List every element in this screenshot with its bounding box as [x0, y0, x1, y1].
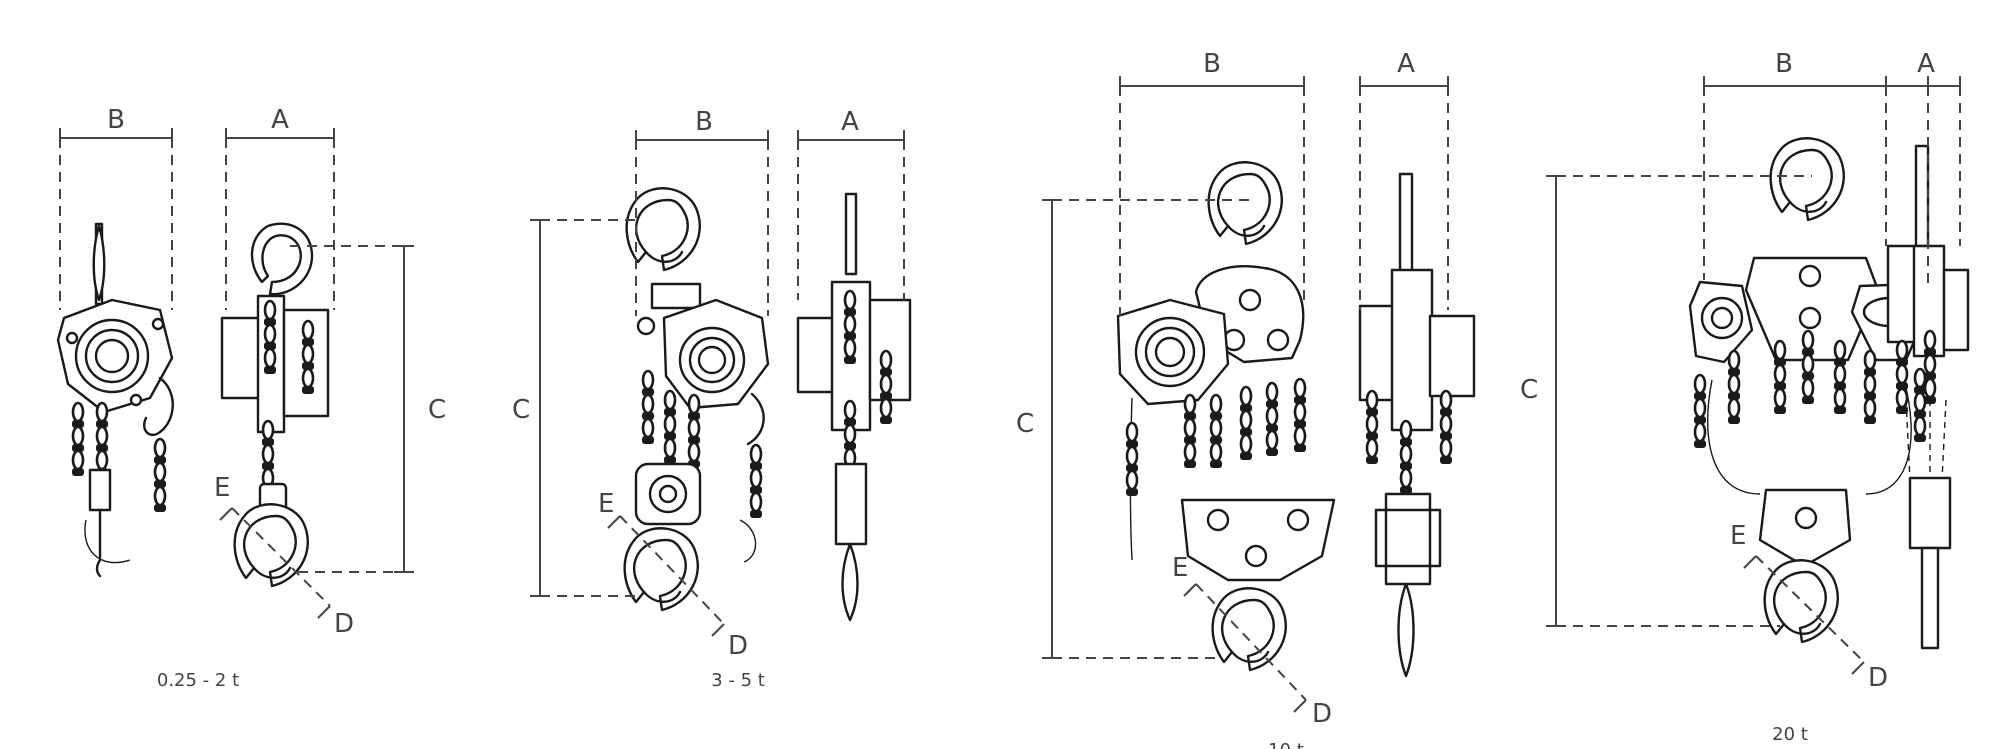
label-C: C [428, 395, 446, 425]
front-view-xlarge [1688, 137, 1930, 644]
label-B: B [695, 107, 713, 137]
front-view-large [1116, 161, 1336, 672]
caption-10t: 10 t [1268, 740, 1304, 749]
label-D: D [728, 631, 748, 661]
label-D: D [1868, 663, 1888, 693]
figure-hoist-20t: B A C E D 20 t [1520, 49, 1970, 745]
side-view-xlarge [1886, 144, 1970, 650]
label-A: A [271, 105, 289, 135]
caption-20t: 20 t [1772, 724, 1808, 745]
side-view-small [220, 222, 330, 588]
label-D: D [1312, 699, 1332, 729]
label-B: B [1775, 49, 1793, 79]
label-E: E [214, 473, 230, 503]
label-E: E [1172, 553, 1188, 583]
label-C: C [1016, 409, 1034, 439]
label-B: B [1203, 49, 1221, 79]
figure-hoist-10t: B A C E D 10 t [1016, 49, 1476, 749]
label-D: D [334, 609, 354, 639]
label-A: A [1397, 49, 1415, 79]
front-view-medium [623, 187, 770, 612]
label-B: B [107, 105, 125, 135]
side-view-medium [796, 192, 912, 622]
label-C: C [512, 395, 530, 425]
label-A: A [1917, 49, 1935, 79]
caption-3-5t: 3 - 5 t [711, 670, 765, 691]
side-view-large [1358, 172, 1476, 678]
label-E: E [598, 489, 614, 519]
label-A: A [841, 107, 859, 137]
label-E: E [1730, 521, 1746, 551]
figure-hoist-025-2t: B A C E D 0.25 - 2 t [56, 105, 446, 691]
label-C: C [1520, 375, 1538, 405]
front-view-small [56, 222, 174, 578]
caption-025-2t: 0.25 - 2 t [157, 670, 239, 691]
figure-hoist-3-5t: B A C E D 3 - 5 t [512, 107, 912, 691]
